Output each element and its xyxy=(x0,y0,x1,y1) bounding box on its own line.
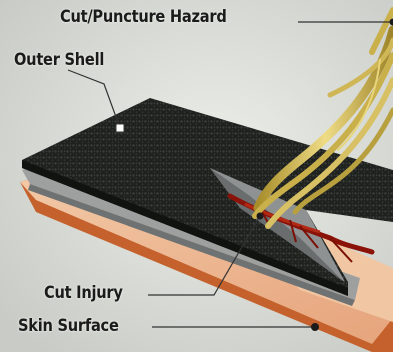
cut-injury-label: Cut Injury xyxy=(44,285,123,302)
cut-injury-marker-icon xyxy=(257,213,264,220)
skin-surface-label: Skin Surface xyxy=(18,318,119,335)
hazard-label: Cut/Puncture Hazard xyxy=(60,9,227,26)
outer-shell-marker-icon xyxy=(116,124,124,132)
skin-surface-marker-icon xyxy=(311,323,319,331)
outer-shell-label: Outer Shell xyxy=(14,52,104,69)
